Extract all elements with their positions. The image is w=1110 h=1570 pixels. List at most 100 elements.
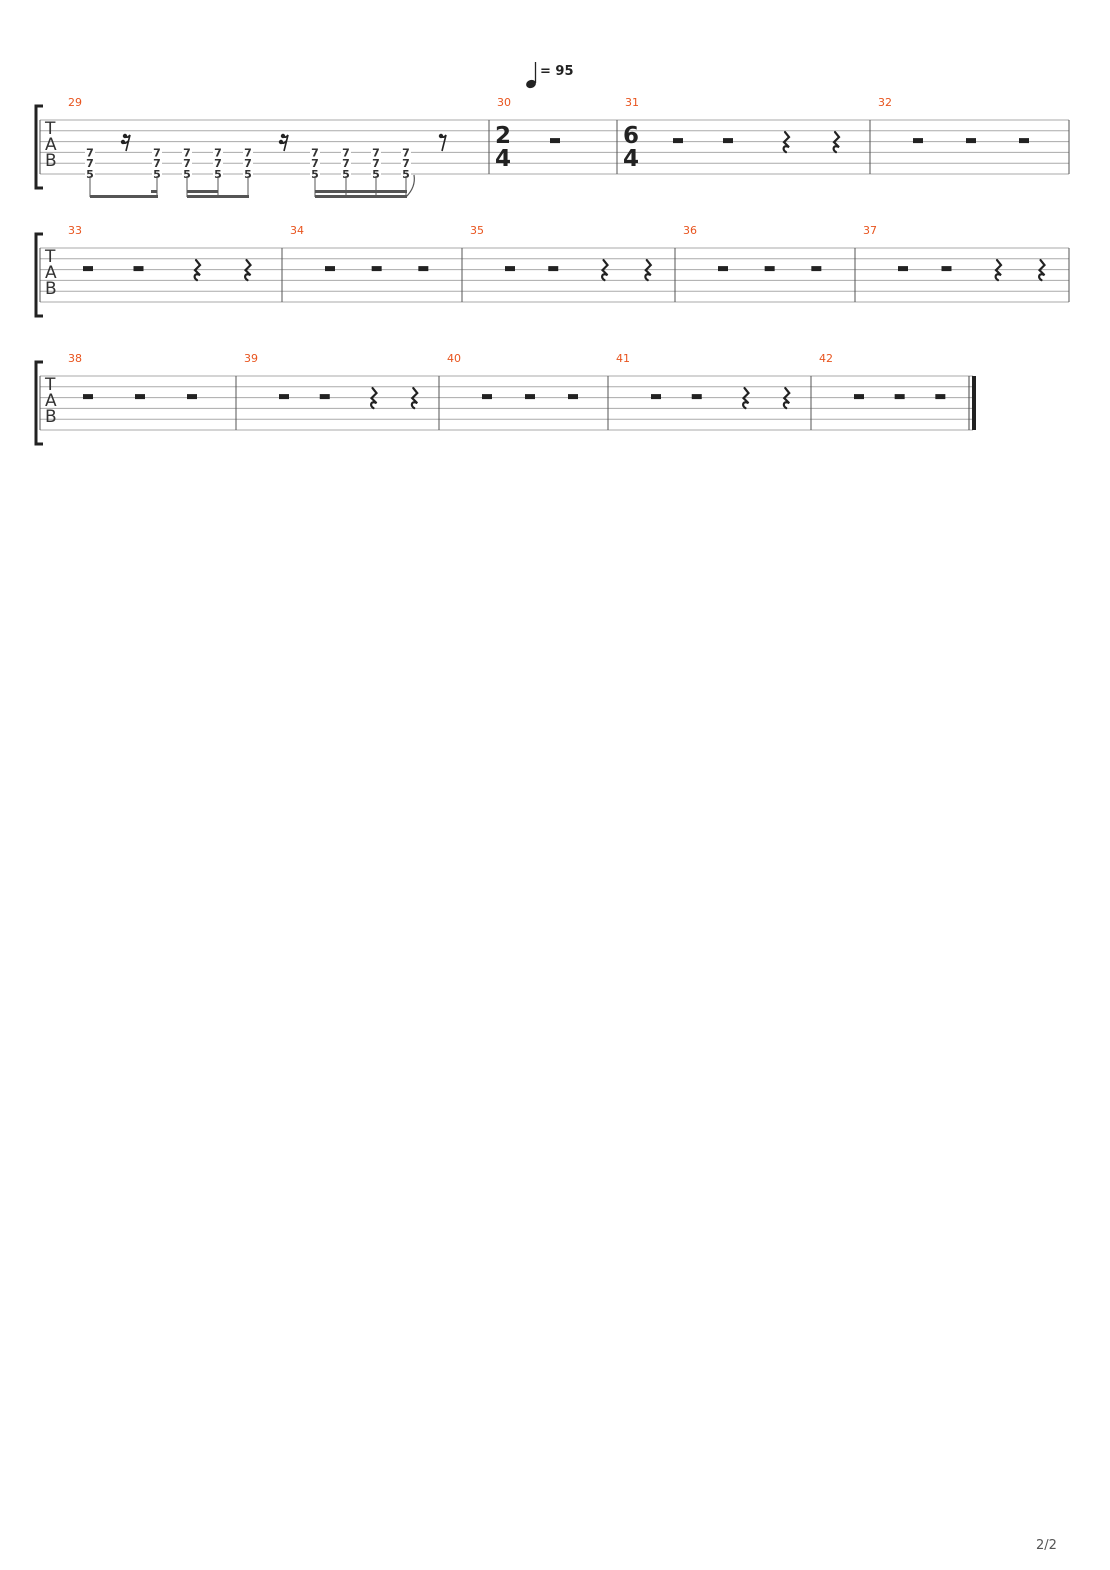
fret-number: 5 bbox=[311, 168, 319, 181]
fret-bg bbox=[213, 168, 223, 179]
fret-bg bbox=[401, 146, 411, 158]
system-bracket bbox=[34, 360, 43, 446]
fret-number: 7 bbox=[183, 157, 191, 170]
half-rest-icon bbox=[691, 394, 702, 400]
fret-bg bbox=[243, 146, 253, 158]
measure-number: 31 bbox=[625, 96, 639, 109]
half-rest-icon bbox=[723, 138, 733, 144]
half-rest-icon bbox=[913, 138, 923, 144]
fret-number: 5 bbox=[342, 168, 350, 181]
beam-group-1 bbox=[90, 195, 158, 198]
measure-36: 36 bbox=[683, 224, 822, 272]
fret-number: 7 bbox=[214, 146, 222, 159]
fret-number: 7 bbox=[244, 157, 252, 170]
half-rest-icon bbox=[482, 394, 492, 400]
measure-number: 34 bbox=[290, 224, 304, 237]
fret-number: 7 bbox=[372, 157, 380, 170]
measure-number: 38 bbox=[68, 352, 82, 365]
fret-number: 7 bbox=[311, 146, 319, 159]
fret-number: 5 bbox=[86, 168, 94, 181]
quarter-rest-icon bbox=[782, 387, 791, 410]
fret-number: 7 bbox=[153, 146, 161, 159]
fret-bg bbox=[310, 157, 320, 169]
half-rest-icon bbox=[325, 266, 335, 272]
tab-chord: 775 bbox=[85, 146, 95, 197]
fret-number: 7 bbox=[342, 146, 350, 159]
half-rest-icon bbox=[764, 266, 775, 272]
half-rest-icon bbox=[418, 266, 429, 272]
quarter-rest-icon bbox=[832, 131, 841, 154]
fret-number: 7 bbox=[402, 146, 410, 159]
fret-bg bbox=[371, 168, 381, 179]
fret-number: 7 bbox=[183, 146, 191, 159]
quarter-rest-icon bbox=[600, 259, 609, 282]
half-rest-icon bbox=[941, 266, 952, 272]
tab-clef: TAB bbox=[44, 119, 57, 171]
fret-bg bbox=[152, 146, 162, 158]
fret-bg bbox=[182, 146, 192, 158]
tab-clef: TAB bbox=[44, 247, 57, 299]
fret-bg bbox=[152, 168, 162, 179]
half-rest-icon bbox=[651, 394, 661, 400]
quarter-rest-icon bbox=[410, 387, 419, 410]
fret-number: 7 bbox=[86, 146, 94, 159]
measure-number: 36 bbox=[683, 224, 697, 237]
measure-32: 32 bbox=[878, 96, 1029, 144]
fret-bg bbox=[243, 157, 253, 169]
quarter-rest-icon bbox=[782, 131, 791, 154]
time-signature-top: 6 bbox=[623, 123, 639, 149]
fret-number: 5 bbox=[214, 168, 222, 181]
half-rest-icon bbox=[568, 394, 578, 400]
half-rest-icon bbox=[966, 138, 976, 144]
fret-bg bbox=[85, 157, 95, 169]
tab-chord: 775 bbox=[152, 146, 162, 197]
half-rest-icon bbox=[1019, 138, 1029, 144]
measure-number: 35 bbox=[470, 224, 484, 237]
fret-number: 7 bbox=[402, 157, 410, 170]
rest-stem bbox=[124, 134, 131, 152]
measure-34: 34 bbox=[290, 224, 429, 272]
quarter-rest-icon bbox=[994, 259, 1003, 282]
measure-41: 41 bbox=[616, 352, 791, 410]
measure-39: 39 bbox=[244, 352, 419, 410]
clef-letter-b: B bbox=[45, 151, 57, 171]
fret-bg bbox=[213, 157, 223, 169]
rest-stem bbox=[440, 134, 447, 152]
clef-letter-a: A bbox=[45, 391, 57, 411]
beam-stub bbox=[151, 190, 157, 193]
half-rest-icon bbox=[83, 394, 93, 400]
tab-chord: 775 bbox=[213, 146, 223, 197]
clef-letter-a: A bbox=[45, 135, 57, 155]
half-rest-icon bbox=[673, 138, 683, 144]
fret-bg bbox=[85, 168, 95, 179]
half-rest-icon bbox=[279, 394, 289, 400]
fret-bg bbox=[341, 157, 351, 169]
half-rest-icon bbox=[505, 266, 515, 272]
half-rest-icon bbox=[133, 266, 144, 272]
fret-bg bbox=[401, 168, 411, 179]
fret-number: 7 bbox=[244, 146, 252, 159]
half-rest-icon bbox=[550, 138, 560, 144]
fret-bg bbox=[182, 168, 192, 179]
quarter-rest-icon bbox=[369, 387, 378, 410]
tab-chord: 775 bbox=[243, 146, 253, 197]
clef-letter-b: B bbox=[45, 407, 57, 427]
tab-chord: 775 bbox=[401, 146, 411, 197]
measure-33: 33 bbox=[68, 224, 252, 282]
fret-number: 7 bbox=[372, 146, 380, 159]
quarter-rest-icon bbox=[644, 259, 653, 282]
fret-number: 5 bbox=[183, 168, 191, 181]
system-bracket bbox=[34, 232, 43, 318]
half-rest-icon bbox=[894, 394, 905, 400]
tab-chord: 775 bbox=[371, 146, 381, 197]
measure-38: 38 bbox=[68, 352, 197, 400]
half-rest-icon bbox=[548, 266, 559, 272]
clef-letter-t: T bbox=[44, 119, 56, 139]
quarter-rest-icon bbox=[741, 387, 750, 410]
final-barline bbox=[972, 376, 976, 430]
tempo-text: = 95 bbox=[540, 64, 574, 79]
fret-number: 7 bbox=[86, 157, 94, 170]
